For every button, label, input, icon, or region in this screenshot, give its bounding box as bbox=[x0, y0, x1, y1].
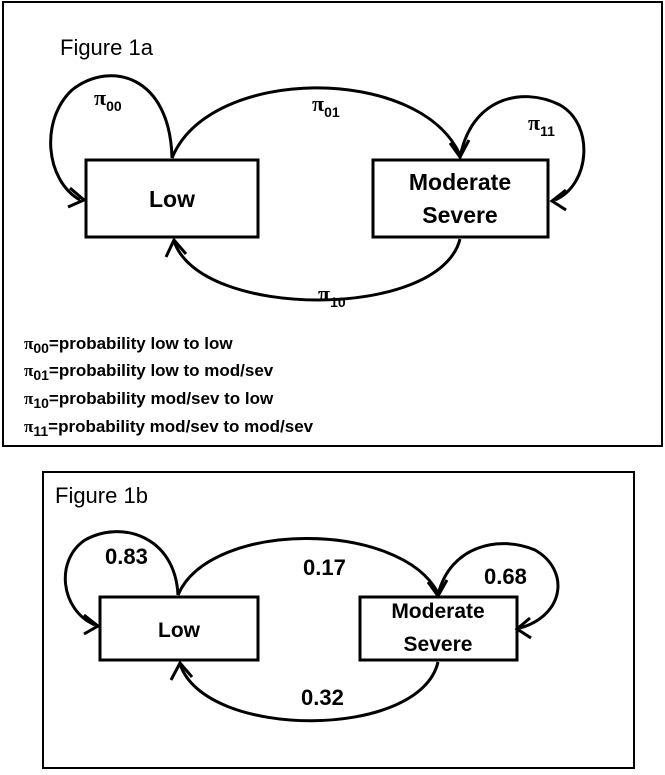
self-loop-modsev-arrowhead bbox=[514, 616, 532, 640]
low-to-modsev-arrowhead bbox=[426, 579, 449, 599]
figure-1a: Figure 1a Low Moderate Severe π00 π01 π1… bbox=[2, 1, 663, 447]
edge-label-0-32: 0.32 bbox=[301, 685, 344, 710]
self-loop-low-arrowhead bbox=[83, 613, 101, 636]
legend-line-pi10: π10=probability mod/sev to low bbox=[24, 389, 274, 411]
moderate-severe-label-line2: Severe bbox=[404, 633, 473, 656]
low-state-box bbox=[84, 158, 260, 239]
self-loop-modsev-arrow bbox=[436, 542, 560, 630]
figure-1b-title: Figure 1b bbox=[55, 483, 148, 508]
figure-1b: Figure 1b Low Moderate Severe 0.83 0.17 … bbox=[42, 471, 635, 769]
low-to-modsev-arrow bbox=[170, 86, 462, 159]
modsev-to-low-arrow bbox=[172, 238, 462, 302]
legend-line-pi11: π11=probability mod/sev to mod/sev bbox=[24, 417, 314, 439]
modsev-to-low-arrowhead bbox=[164, 237, 188, 258]
modsev-to-low-arrow bbox=[178, 661, 440, 723]
edge-label-0-68: 0.68 bbox=[484, 564, 527, 589]
self-loop-low-arrow bbox=[49, 74, 174, 202]
moderate-severe-state-box bbox=[358, 595, 519, 662]
figure-1a-title: Figure 1a bbox=[60, 35, 154, 60]
legend-line-pi00: π00=probability low to low bbox=[24, 334, 233, 356]
edge-label-0-17: 0.17 bbox=[303, 555, 346, 580]
self-loop-modsev-arrow bbox=[458, 95, 586, 202]
edge-label-pi10: π10 bbox=[318, 281, 346, 310]
legend-line-pi01: π01=probability low to mod/sev bbox=[24, 361, 274, 383]
low-state-label: Low bbox=[149, 186, 195, 212]
low-state-box bbox=[98, 595, 260, 662]
self-loop-low-arrowhead bbox=[67, 186, 87, 209]
figure-1a-legend: π00=probability low to low π01=probabili… bbox=[24, 334, 314, 439]
self-loop-low-arrow bbox=[63, 530, 180, 627]
modsev-to-low-arrowhead bbox=[169, 660, 194, 681]
self-loop-modsev-arrowhead bbox=[549, 188, 567, 212]
low-state-label: Low bbox=[158, 619, 201, 642]
moderate-severe-state-box bbox=[371, 158, 550, 239]
moderate-severe-label-line1: Moderate bbox=[409, 169, 511, 195]
moderate-severe-label-line2: Severe bbox=[422, 202, 497, 228]
figure-1b-frame bbox=[42, 471, 635, 769]
edge-label-pi11: π11 bbox=[528, 110, 555, 139]
figure-1a-frame bbox=[2, 1, 663, 447]
edge-label-0-83: 0.83 bbox=[105, 544, 148, 569]
low-to-modsev-arrow bbox=[176, 537, 440, 596]
moderate-severe-label-line1: Moderate bbox=[391, 600, 484, 623]
edge-label-pi01: π01 bbox=[312, 91, 340, 120]
edge-label-pi00: π00 bbox=[94, 85, 122, 114]
